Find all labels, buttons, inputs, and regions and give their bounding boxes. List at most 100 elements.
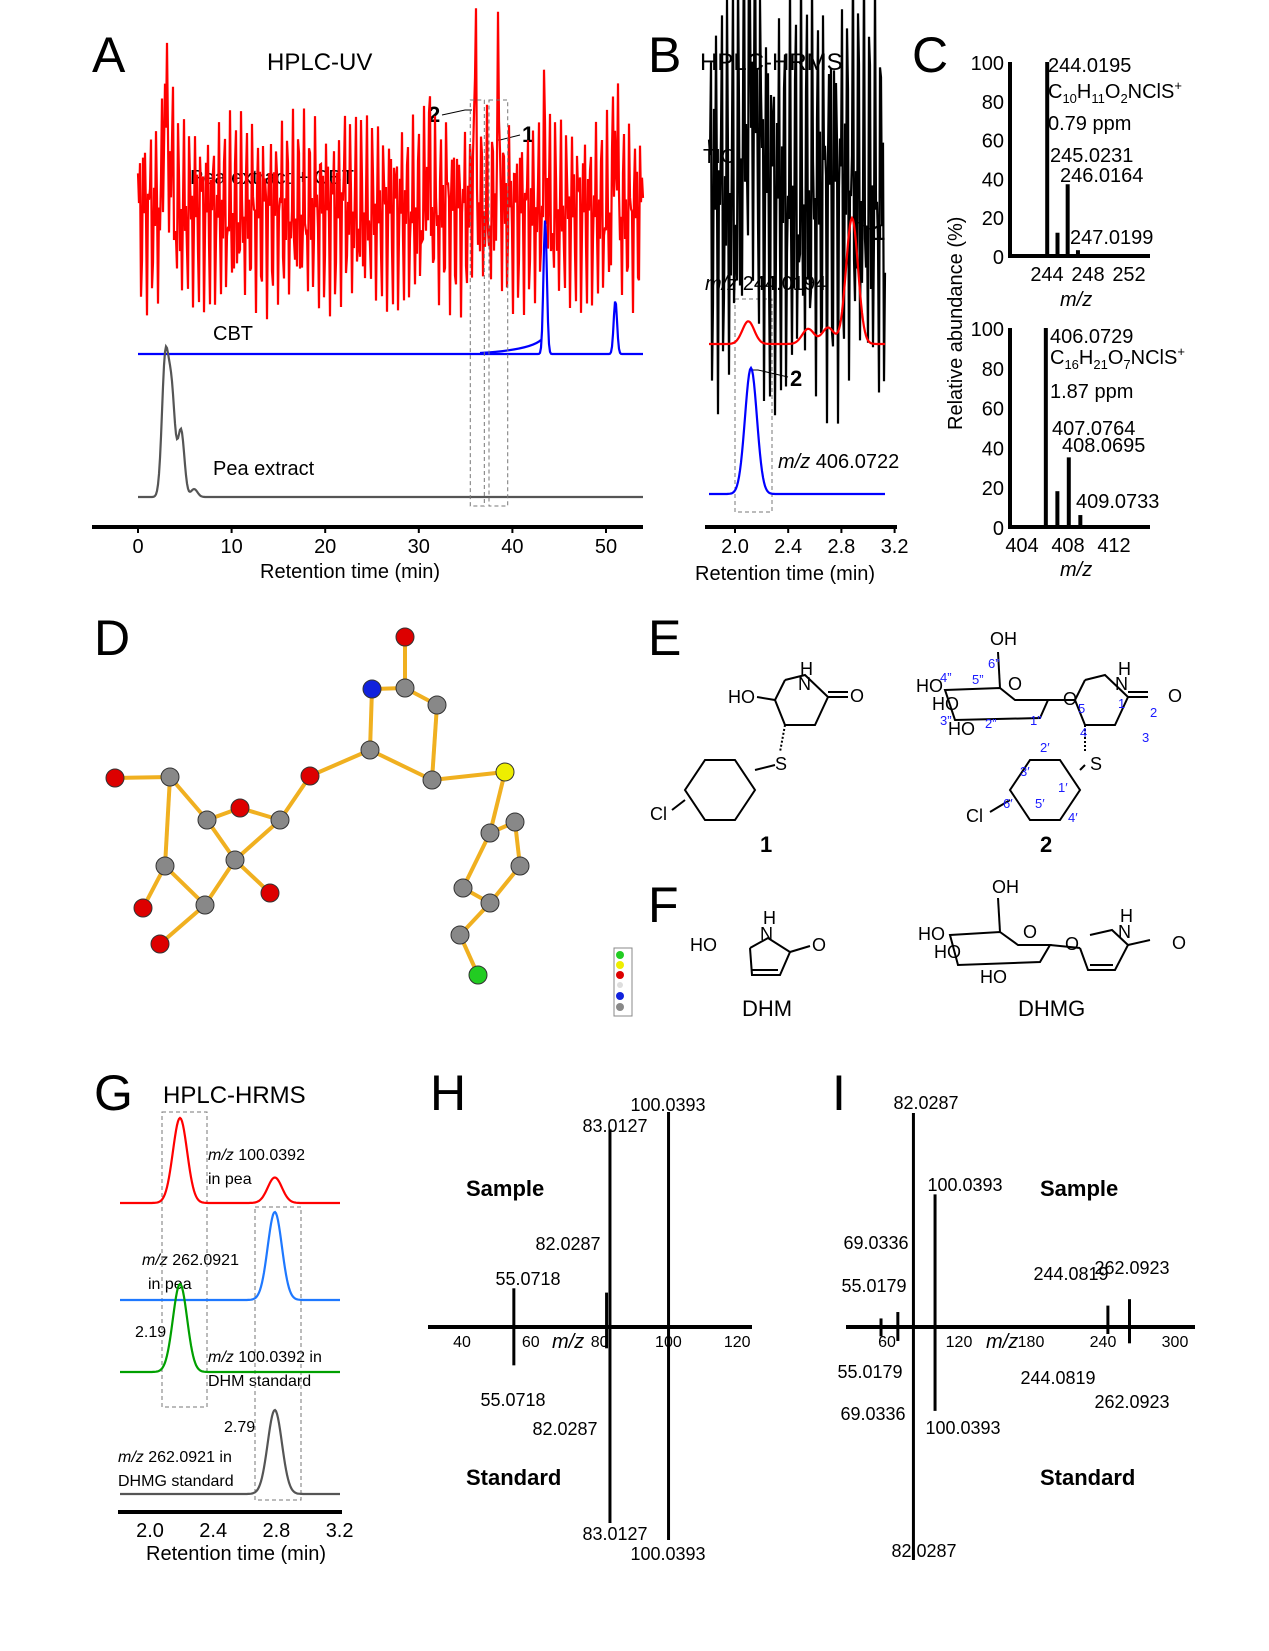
svg-text:O: O bbox=[1168, 686, 1182, 706]
i-x-tick-label: 60 bbox=[878, 1334, 896, 1351]
svg-text:OH: OH bbox=[990, 629, 1017, 649]
trace-g-2 bbox=[120, 1282, 340, 1374]
svg-text:1: 1 bbox=[1118, 696, 1125, 711]
atom bbox=[300, 766, 320, 786]
structure-labels: HO H N O S Cl 1 2 OH HO HO HO O O H N O … bbox=[650, 629, 1186, 1021]
mz-value: 244.0194 bbox=[743, 273, 826, 295]
x-tick-label-a: 10 bbox=[220, 536, 242, 558]
svg-text:5: 5 bbox=[1078, 701, 1085, 716]
i-standard-peak-label: 262.0923 bbox=[1094, 1392, 1169, 1412]
bond bbox=[431, 770, 506, 782]
bond bbox=[430, 704, 439, 781]
bond bbox=[369, 748, 433, 782]
atom bbox=[225, 850, 245, 870]
i-xlabel: m/z bbox=[986, 1331, 1018, 1353]
svg-text:4: 4 bbox=[1080, 725, 1087, 740]
trace-cbt bbox=[138, 220, 643, 356]
x-tick-label-b: 3.2 bbox=[881, 536, 909, 558]
compound-2-label: 2 bbox=[1040, 832, 1052, 857]
panel-c-ylabel: Relative abundance (%) bbox=[945, 217, 967, 430]
svg-text:2′: 2′ bbox=[1040, 740, 1050, 755]
h-sample-peak-label: 82.0287 bbox=[535, 1234, 600, 1254]
formula-1: C10H11O2NClS+ bbox=[1048, 78, 1182, 106]
atom bbox=[155, 856, 175, 876]
i-standard-title: Standard bbox=[1040, 1465, 1135, 1490]
x-tick-label-a: 0 bbox=[132, 536, 143, 558]
svg-text:H: H bbox=[1120, 906, 1133, 926]
dhm-label: DHM bbox=[742, 996, 792, 1021]
svg-text:HO: HO bbox=[690, 935, 717, 955]
atom bbox=[395, 627, 415, 647]
c1-y-tick-label: 40 bbox=[982, 169, 1004, 191]
c2-peak-label: 407.0764 bbox=[1052, 418, 1135, 440]
ppm-2: 1.87 ppm bbox=[1050, 381, 1133, 403]
i-sample-peak-label: 82.0287 bbox=[893, 1093, 958, 1113]
bond bbox=[368, 688, 374, 751]
i-sample-peak-label: 262.0923 bbox=[1094, 1258, 1169, 1278]
x-tick-label-a: 40 bbox=[501, 536, 523, 558]
x-tick-label-b: 2.4 bbox=[774, 536, 802, 558]
panel-label-d: D bbox=[94, 610, 130, 666]
svg-text:H: H bbox=[1118, 659, 1131, 679]
panel-label-e: E bbox=[648, 610, 681, 666]
atom bbox=[495, 762, 515, 782]
x-tick-label-a: 20 bbox=[314, 536, 336, 558]
crystal-structure bbox=[105, 627, 530, 985]
atom bbox=[510, 856, 530, 876]
c2-peak-label: 409.0733 bbox=[1076, 491, 1159, 513]
c1-y-tick-label: 20 bbox=[982, 208, 1004, 230]
c1-y-tick-label: 80 bbox=[982, 92, 1004, 114]
atom bbox=[453, 878, 473, 898]
c1-peak-label: 244.0195 bbox=[1048, 55, 1131, 77]
c2-x-tick-label: 412 bbox=[1097, 535, 1130, 557]
atom bbox=[260, 883, 280, 903]
i-standard-peak-label: 55.0179 bbox=[837, 1362, 902, 1382]
x-tick-label-a: 50 bbox=[595, 536, 617, 558]
legend-s-icon bbox=[616, 961, 624, 969]
i-standard-peak-label: 100.0393 bbox=[925, 1418, 1000, 1438]
svg-text:O: O bbox=[850, 686, 864, 706]
bond bbox=[233, 818, 282, 862]
trace-mz-406 bbox=[709, 365, 885, 496]
i-sample-peak-label: 55.0179 bbox=[841, 1276, 906, 1296]
atom bbox=[197, 810, 217, 830]
svg-text:S: S bbox=[1090, 754, 1102, 774]
svg-text:Cl: Cl bbox=[966, 806, 983, 826]
bond bbox=[158, 903, 207, 946]
h-standard-peak-label: 82.0287 bbox=[532, 1419, 597, 1439]
panel-label-g: G bbox=[94, 1065, 133, 1121]
c2-x-tick-label: 404 bbox=[1005, 535, 1038, 557]
svg-text:3: 3 bbox=[1142, 730, 1149, 745]
legend-h-icon bbox=[617, 982, 623, 988]
svg-text:HO: HO bbox=[916, 676, 943, 696]
i-x-tick-label: 240 bbox=[1090, 1334, 1117, 1351]
svg-text:O: O bbox=[1063, 689, 1077, 709]
svg-text:HO: HO bbox=[728, 687, 755, 707]
x-tick-label-b: 2.8 bbox=[827, 536, 855, 558]
atom-legend bbox=[613, 947, 633, 1017]
panel-label-h: H bbox=[430, 1065, 466, 1121]
svg-text:HO: HO bbox=[948, 719, 975, 739]
h-standard-title: Standard bbox=[466, 1465, 561, 1490]
atom bbox=[133, 898, 153, 918]
svg-text:Cl: Cl bbox=[650, 804, 667, 824]
c1-peak-label: 246.0164 bbox=[1060, 165, 1143, 187]
c2-y-tick-label: 100 bbox=[971, 319, 1004, 341]
x-tick-label-g: 2.4 bbox=[199, 1520, 227, 1542]
peak-1-label: 1 bbox=[522, 122, 534, 147]
svg-text:HO: HO bbox=[918, 924, 945, 944]
atom bbox=[150, 934, 170, 954]
atom bbox=[195, 895, 215, 915]
trace-g-3 bbox=[120, 1408, 340, 1496]
c2-x-tick-label: 408 bbox=[1051, 535, 1084, 557]
atom bbox=[105, 768, 125, 788]
atom bbox=[230, 798, 250, 818]
chemical-structures bbox=[671, 651, 1151, 976]
svg-text:2”: 2” bbox=[985, 716, 997, 731]
c1-y-tick-label: 60 bbox=[982, 131, 1004, 153]
trace-pea-extract bbox=[138, 343, 643, 499]
